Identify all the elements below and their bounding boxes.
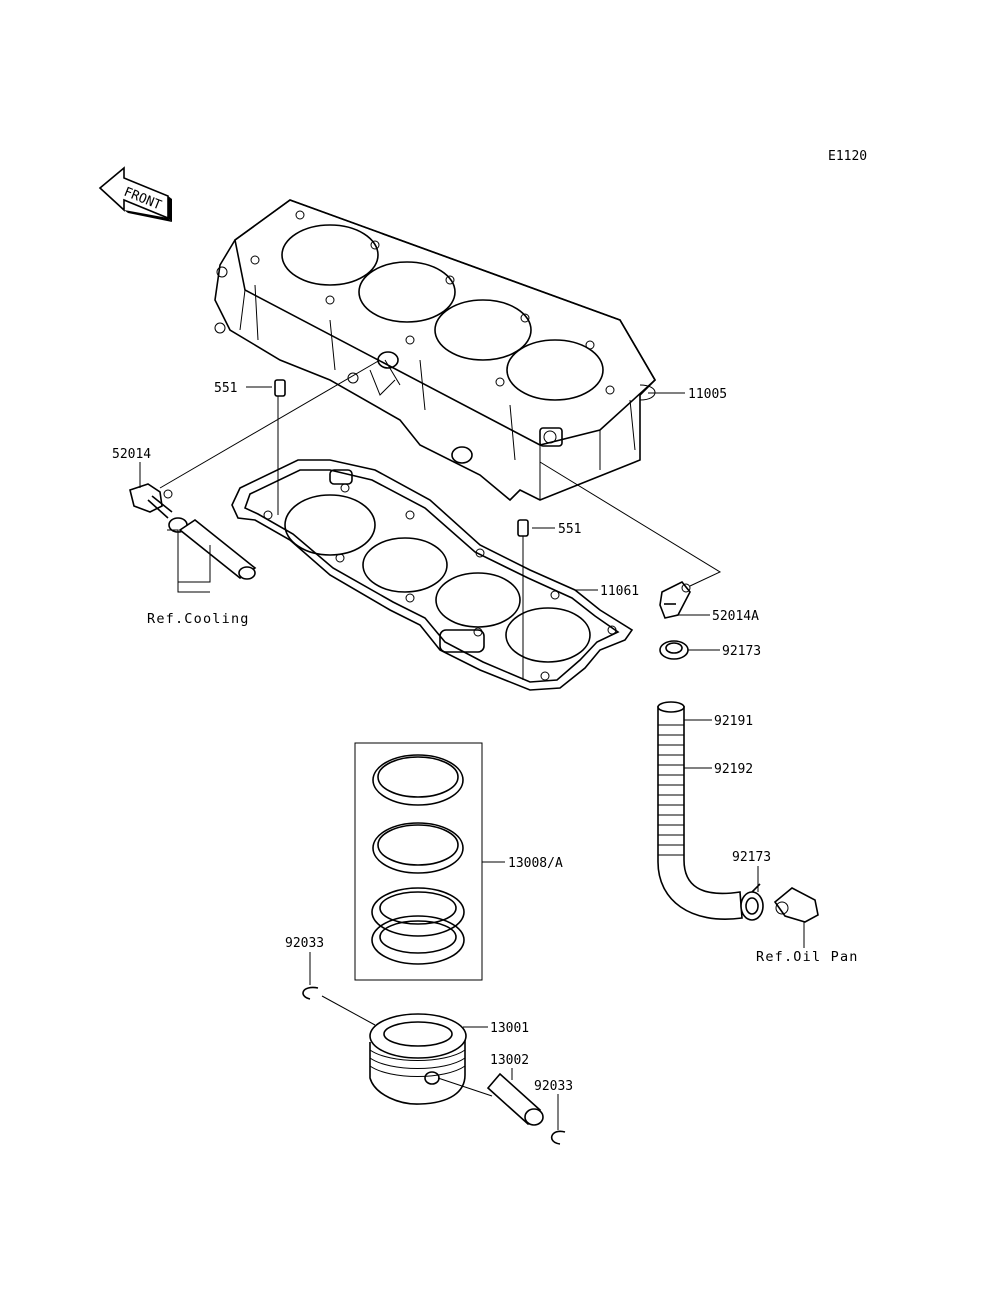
piston-pin bbox=[486, 1072, 544, 1126]
drawing-code: E1120 bbox=[828, 149, 867, 164]
ref-cooling: Ref.Cooling bbox=[147, 611, 250, 627]
oil-pan-fitting bbox=[773, 887, 819, 923]
label-11005: 11005 bbox=[688, 387, 727, 402]
ref-oil-pan: Ref.Oil Pan bbox=[756, 949, 859, 965]
circlip-right bbox=[550, 1130, 566, 1145]
label-92191: 92191 bbox=[714, 714, 753, 729]
oil-hose bbox=[657, 701, 743, 920]
label-92033-right: 92033 bbox=[534, 1079, 573, 1094]
label-13008a: 13008/A bbox=[508, 856, 563, 871]
label-13001: 13001 bbox=[490, 1021, 529, 1036]
front-arrow-icon: FRONT bbox=[98, 166, 172, 222]
leader-lines bbox=[139, 359, 805, 1130]
fitting-52014 bbox=[129, 483, 173, 519]
label-92192: 92192 bbox=[714, 762, 753, 777]
label-52014: 52014 bbox=[112, 447, 151, 462]
piston bbox=[369, 1013, 467, 1105]
dowel-pin-upper bbox=[274, 379, 286, 397]
label-52014a: 52014A bbox=[712, 609, 759, 624]
label-551-lower: 551 bbox=[558, 522, 581, 537]
bore-3 bbox=[434, 299, 532, 361]
label-92033-left: 92033 bbox=[285, 936, 324, 951]
clamp-lower bbox=[740, 883, 764, 921]
bore-4 bbox=[506, 339, 604, 401]
bore-1 bbox=[281, 224, 379, 286]
label-551-upper: 551 bbox=[214, 381, 237, 396]
circlip-left bbox=[302, 986, 319, 1000]
bore-2 bbox=[358, 261, 456, 323]
head-gasket bbox=[231, 459, 634, 691]
piston-ring-set bbox=[354, 742, 483, 981]
dowel-pin-lower bbox=[517, 519, 529, 537]
label-92173-upper: 92173 bbox=[722, 644, 761, 659]
cylinder-block bbox=[214, 199, 657, 502]
label-92173-lower: 92173 bbox=[732, 850, 771, 865]
cooling-hose bbox=[178, 519, 257, 580]
label-13002: 13002 bbox=[490, 1053, 529, 1068]
clamp-upper bbox=[659, 640, 689, 660]
label-11061: 11061 bbox=[600, 584, 639, 599]
fitting-52014a bbox=[659, 580, 691, 619]
